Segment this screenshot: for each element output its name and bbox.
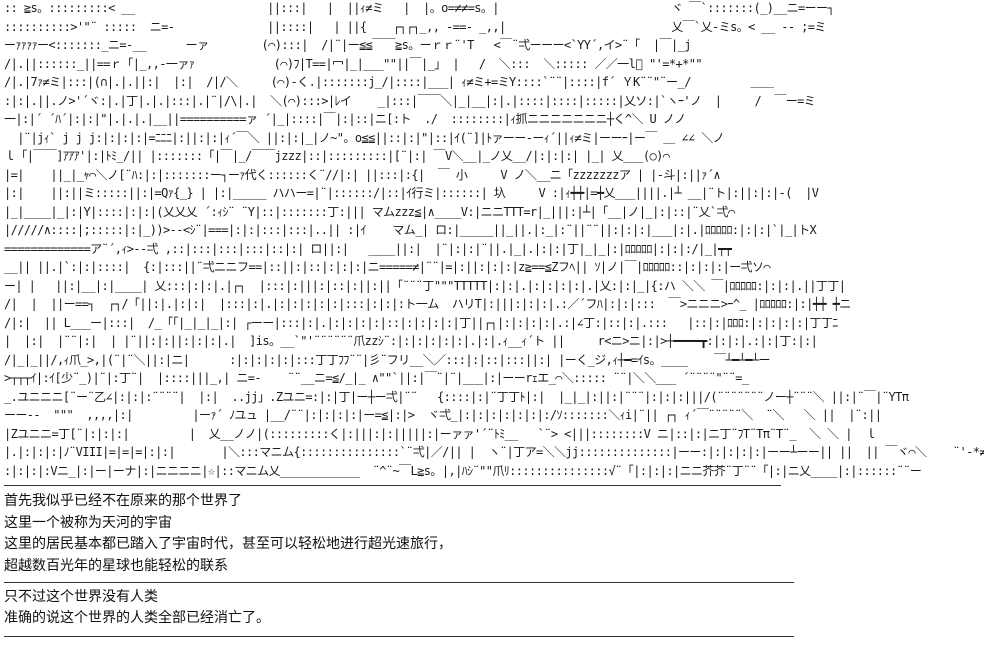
divider-line: [4, 636, 794, 637]
ascii-art-row: |¨|jｨ` j j j:|:|:|:|=ﾆﾆﾆ|:||:|:|ｨ´￣＼ ||:…: [4, 131, 724, 145]
ascii-art-row: |=| ||_|_ｬ⌒＼ノ[¨ﾊ:|:|:::::::ー┐ーｧ代く::::::く…: [4, 168, 721, 182]
ascii-art-row: /|.|7ｧ≠ミ|:::|(∩|.|.||:| |:| /|/＼ (⌒)-く.|…: [4, 75, 774, 89]
ascii-art-row: |_|____|_|:|Y|::::|:|:|(乂乂乂 ´:ｨｼ¨ ¨Y|::|…: [4, 205, 735, 219]
ascii-art-row: /|_|_||/,ｨ爪_>,|(¨|¨＼||:|ニ| :|:|:|:|:|:::…: [4, 353, 770, 367]
ascii-art-row: |:| ||:||ミ:::::||:|=Qｧ{_} | |:|_____ ハハー…: [4, 186, 819, 200]
ascii-art-row: :: ≧s。:::::::::< __ ||:::| | ||ｨ≠ミ | |。o…: [4, 1, 835, 15]
narration-line: 超越数百光年的星球也能轻松的联系: [4, 558, 228, 574]
ascii-art-row: ::::::::::>'"¨ ::::: ニ=- ||::::| | ||{ ┌…: [4, 20, 826, 34]
ascii-art-row: =============ア¨´,ｨ>--弌 ,::|:::|:::|:::|:…: [4, 242, 732, 256]
ascii-art-row: ーｧｧｧｧー<:::::::_ニ=-__ ーァ (⌒):::| /|¨|ー≦≦￣…: [4, 38, 691, 52]
narration-line: 只不过这个世界没有人类: [4, 589, 158, 605]
ascii-art-row: |.|:|:|:|ﾉ¨VIII|=|=|=|:|:| |＼:::マニム{::::…: [4, 445, 984, 459]
narration-line: 这里一个被称为天河的宇宙: [4, 515, 172, 531]
ascii-art-row: :|:|.||.ノ>'´ヾ:|.|丁|.|.|:::|.|¨|/\|.| ＼(⌒…: [4, 94, 816, 108]
ascii-art-row: ーー-- """ ,,,,|:| |ーｧ´ ﾉユュ |__/¨¨|:|:|:|:…: [4, 408, 882, 422]
ascii-art-row: 一|:|´ ´ﾊ´|:|:|"|.|.|.|__||==========ァ ´|…: [4, 112, 686, 126]
ascii-art-row: |/////∧::::|;:::::|:|_))>--<ｼ¨|===|:|:|:…: [4, 223, 817, 237]
divider-line: [4, 485, 781, 486]
narration-line: 准确的说这个世界的人类全部已经消亡了。: [4, 610, 270, 626]
narration-line: 首先我似乎已经不在原来的那个世界了: [4, 493, 242, 509]
ascii-art-row: |Zユニニ=丁[¨|:|:|:| | 乂__ノノ|(:::::::::く|:||…: [4, 427, 877, 441]
ascii-art-row: | |:| |¨¨|:| | |¨||:|:||:|:|:|.| ]is。__`…: [4, 334, 818, 348]
ascii-art-row: /|:| || L___ー|:::| /_「「|_|_|_|:| ┌ーー|:::…: [4, 316, 838, 330]
ascii-art-row: /|.||::::::_||==ｒ「|_,,-一ァｧ (⌒)ﾌ|T==|冖|_|…: [4, 57, 703, 71]
ascii-art-row: __|| ||.|`:|:|::::| {:|:::||¨弌ニニフ==|::||…: [4, 260, 771, 274]
ascii-art-illustration: :: ≧s。:::::::::< __ ||:::| | ||ｨ≠ミ | |。o…: [4, 0, 984, 488]
ascii-art-row: :|:|:|:Vニ_|:|ー|ーナ|:|ニニニニ|☆|::マニム乂_______…: [4, 464, 922, 478]
narration-line: 这里的居民基本都已踏入了宇宙时代，甚至可以轻松地进行超光速旅行，: [4, 536, 452, 552]
ascii-art-row: _.ユニニニ[¨ー¨乙∠|:|:|:¨¨¨¨| |:| ..jj」.Zユニ=:|…: [4, 390, 909, 404]
divider-line: [4, 582, 794, 583]
ascii-art-row: >┬┬┬ｲ|:ｲ[少¨_)|¨|:丁¨| |::::|||_,| ニ=- ¨¨_…: [4, 371, 749, 385]
ascii-art-row: ｌ「|￣￣]ｱｱｱ'|:|ﾄﾐ_/|| |:::::::「|￣|_/￣￣jzzz…: [4, 149, 670, 163]
ascii-art-row: ー| | ||:|__|:|____| 乂:::|:|:|.|┌┐ |:::|:…: [4, 279, 846, 293]
ascii-art-row: /| | ||ー==┐ ┌┐/「||:|.|:|:| |:::|:|.|:|:|…: [4, 297, 851, 311]
